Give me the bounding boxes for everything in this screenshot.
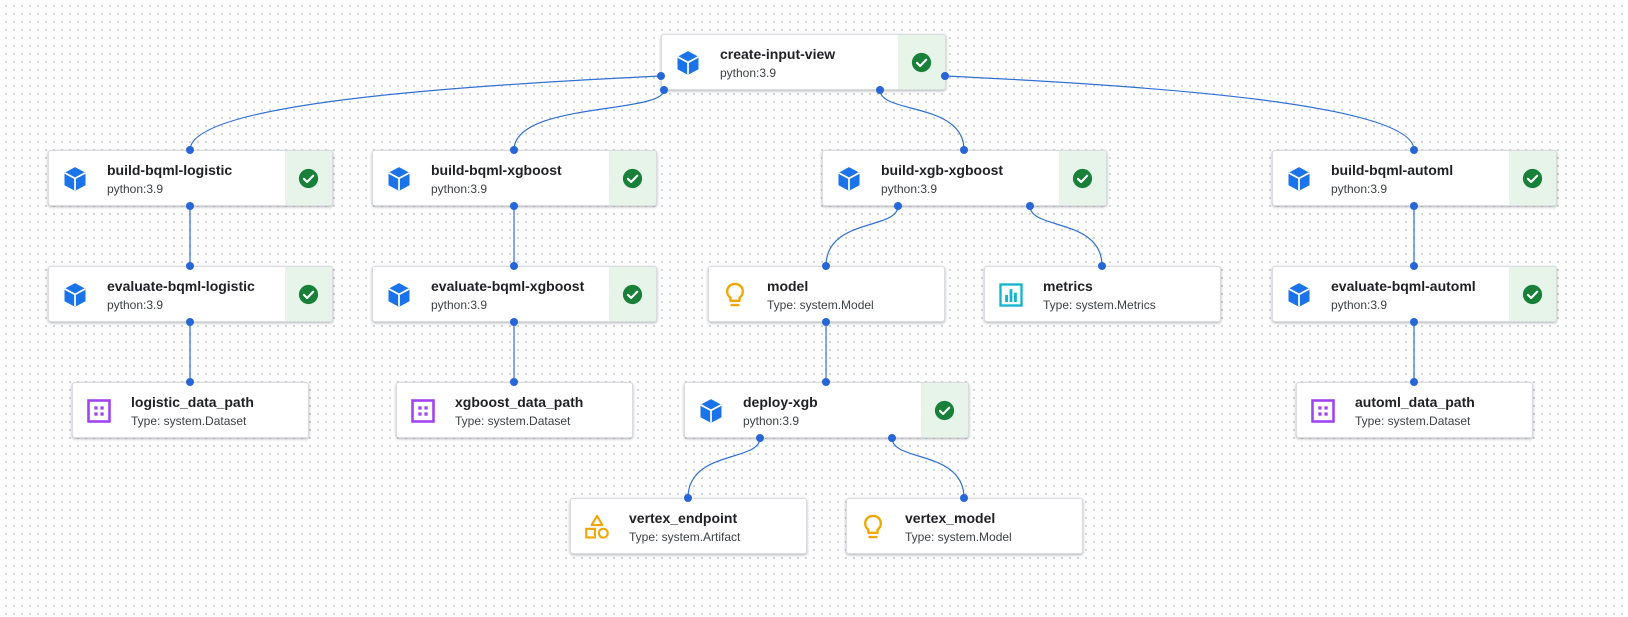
- edge-create-input-view-to-build-bqml-xgboost: [513, 89, 665, 151]
- edge-deploy-xgb-to-vertex-endpoint: [687, 437, 761, 499]
- edge-create-input-view-to-build-bqml-automl: [944, 75, 1415, 151]
- bar-chart-icon: [997, 281, 1025, 309]
- node-title: vertex_endpoint: [629, 510, 738, 526]
- cube-icon: [385, 281, 413, 309]
- node-subtitle: Type: system.Dataset: [1355, 414, 1471, 428]
- node-subtitle: python:3.9: [881, 182, 938, 196]
- dataset-grid-icon: [85, 397, 113, 425]
- node-title: logistic_data_path: [131, 394, 254, 410]
- status-succeeded-badge: [898, 35, 945, 89]
- cube-icon: [1285, 281, 1313, 309]
- status-succeeded-badge: [285, 151, 332, 205]
- status-succeeded-badge: [1509, 151, 1556, 205]
- status-succeeded-badge: [285, 267, 332, 321]
- status-succeeded-badge: [609, 151, 656, 205]
- node-title: xgboost_data_path: [455, 394, 584, 410]
- node-subtitle: Type: system.Model: [767, 298, 874, 312]
- node-subtitle: Type: system.Model: [905, 530, 1012, 544]
- cube-icon: [61, 165, 89, 193]
- edge-deploy-xgb-to-vertex-model: [891, 437, 965, 499]
- dataset-grid-icon: [409, 397, 437, 425]
- cube-icon: [835, 165, 863, 193]
- node-subtitle: python:3.9: [431, 182, 488, 196]
- node-subtitle: python:3.9: [743, 414, 800, 428]
- node-build-bqml-xgboost[interactable]: build-bqml-xgboost python:3.9: [372, 150, 657, 206]
- node-title: build-bqml-logistic: [107, 162, 233, 178]
- edge-create-input-view-to-build-xgb-xgboost: [879, 89, 965, 151]
- cube-icon: [697, 397, 725, 425]
- node-build-bqml-automl[interactable]: build-bqml-automl python:3.9: [1272, 150, 1557, 206]
- node-title: deploy-xgb: [743, 394, 818, 410]
- node-evaluate-bqml-automl[interactable]: evaluate-bqml-automl python:3.9: [1272, 266, 1557, 322]
- status-succeeded-badge: [921, 383, 968, 437]
- node-create-input-view[interactable]: create-input-view python:3.9: [661, 34, 946, 90]
- node-subtitle: python:3.9: [107, 298, 164, 312]
- node-subtitle: Type: system.Artifact: [629, 530, 741, 544]
- node-title: metrics: [1043, 278, 1093, 294]
- node-subtitle: python:3.9: [720, 66, 777, 80]
- node-title: evaluate-bqml-xgboost: [431, 278, 585, 294]
- node-title: vertex_model: [905, 510, 996, 526]
- lightbulb-icon: [859, 513, 887, 541]
- node-title: model: [767, 278, 809, 294]
- node-evaluate-bqml-xgboost[interactable]: evaluate-bqml-xgboost python:3.9: [372, 266, 657, 322]
- cube-icon: [385, 165, 413, 193]
- node-title: build-bqml-xgboost: [431, 162, 562, 178]
- node-build-bqml-logistic[interactable]: build-bqml-logistic python:3.9: [48, 150, 333, 206]
- node-evaluate-bqml-logistic[interactable]: evaluate-bqml-logistic python:3.9: [48, 266, 333, 322]
- node-title: build-bqml-automl: [1331, 162, 1454, 178]
- node-subtitle: python:3.9: [1331, 182, 1388, 196]
- cube-icon: [61, 281, 89, 309]
- status-succeeded-badge: [1509, 267, 1556, 321]
- node-title: build-xgb-xgboost: [881, 162, 1004, 178]
- node-title: evaluate-bqml-automl: [1331, 278, 1476, 294]
- node-title: create-input-view: [720, 46, 836, 62]
- node-subtitle: python:3.9: [107, 182, 164, 196]
- lightbulb-icon: [721, 281, 749, 309]
- node-subtitle: Type: system.Dataset: [455, 414, 571, 428]
- node-title: automl_data_path: [1355, 394, 1475, 410]
- status-succeeded-badge: [609, 267, 656, 321]
- node-subtitle: python:3.9: [1331, 298, 1388, 312]
- node-subtitle: Type: system.Dataset: [131, 414, 247, 428]
- cube-icon: [674, 49, 702, 77]
- cube-icon: [1285, 165, 1313, 193]
- dataset-grid-icon: [1309, 397, 1337, 425]
- edge-build-xgb-xgboost-to-model: [825, 205, 899, 267]
- node-title: evaluate-bqml-logistic: [107, 278, 255, 294]
- edge-create-input-view-to-build-bqml-logistic: [189, 75, 662, 151]
- artifact-shapes-icon: [583, 513, 611, 541]
- node-deploy-xgb[interactable]: deploy-xgb python:3.9: [684, 382, 969, 438]
- edge-build-xgb-xgboost-to-metrics: [1029, 205, 1103, 267]
- node-subtitle: Type: system.Metrics: [1043, 298, 1156, 312]
- node-subtitle: python:3.9: [431, 298, 488, 312]
- node-build-xgb-xgboost[interactable]: build-xgb-xgboost python:3.9: [822, 150, 1107, 206]
- status-succeeded-badge: [1059, 151, 1106, 205]
